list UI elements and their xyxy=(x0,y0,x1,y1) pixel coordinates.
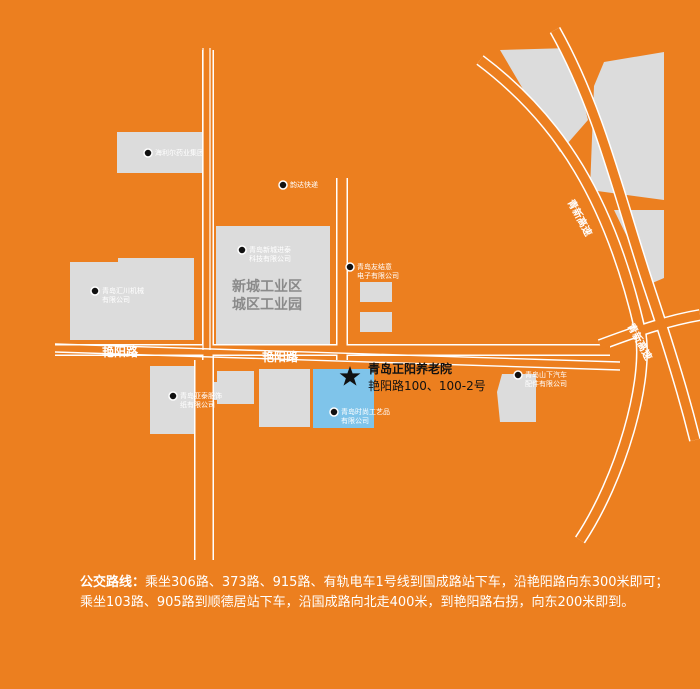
poi-label: 海利尔药业集团 xyxy=(155,149,204,157)
road-network xyxy=(54,27,700,560)
destination-name: 青岛正阳养老院 xyxy=(368,362,453,376)
poi-dot-icon xyxy=(168,391,178,401)
building-block xyxy=(259,369,310,427)
route-text: 乘坐306路、373路、915路、有轨电车1号线到国成路站下车，沿艳阳路向东30… xyxy=(80,575,669,610)
poi-label: 青岛时尚工艺品 有限公司 xyxy=(341,408,390,425)
building-block xyxy=(500,48,588,152)
poi-label: 青岛友结意 电子有限公司 xyxy=(357,263,399,280)
building-block xyxy=(70,262,118,340)
poi-dots xyxy=(90,148,523,417)
building-block xyxy=(217,371,254,404)
poi-dot-icon xyxy=(329,407,339,417)
bus-route-info: 公交路线：乘坐306路、373路、915路、有轨电车1号线到国成路站下车，沿艳阳… xyxy=(80,573,670,613)
building-block xyxy=(497,374,536,422)
poi-dot-icon xyxy=(90,286,100,296)
building-block xyxy=(216,226,330,344)
zone-label: 新城工业区 城区工业园 xyxy=(232,279,302,313)
poi-dot-icon xyxy=(345,262,355,272)
poi-dot-icon xyxy=(278,180,288,190)
star-icon xyxy=(339,366,361,386)
poi-label: 青岛汇川机械 有限公司 xyxy=(102,287,144,304)
building-block xyxy=(360,312,392,332)
building-block xyxy=(150,366,202,434)
building-block xyxy=(118,258,194,340)
route-title: 公交路线： xyxy=(80,575,146,590)
destination-address: 艳阳路100、100-2号 xyxy=(368,379,486,393)
poi-label: 韵达快递 xyxy=(290,181,318,189)
destination-block xyxy=(313,369,374,428)
poi-label: 青岛亚泰服饰 纸有限公司 xyxy=(180,392,222,409)
poi-label: 青岛山下汽车 配件有限公司 xyxy=(525,371,567,388)
building-block xyxy=(360,282,392,302)
poi-dot-icon xyxy=(237,245,247,255)
road-label-yanyang-west: 艳阳路 xyxy=(102,345,139,359)
poi-dot-icon xyxy=(143,148,153,158)
poi-dot-icon xyxy=(513,370,523,380)
road-label-yanyang-east: 艳阳路 xyxy=(262,350,299,364)
building-block xyxy=(117,132,205,173)
poi-label: 青岛新城进泰 科技有限公司 xyxy=(249,246,291,263)
